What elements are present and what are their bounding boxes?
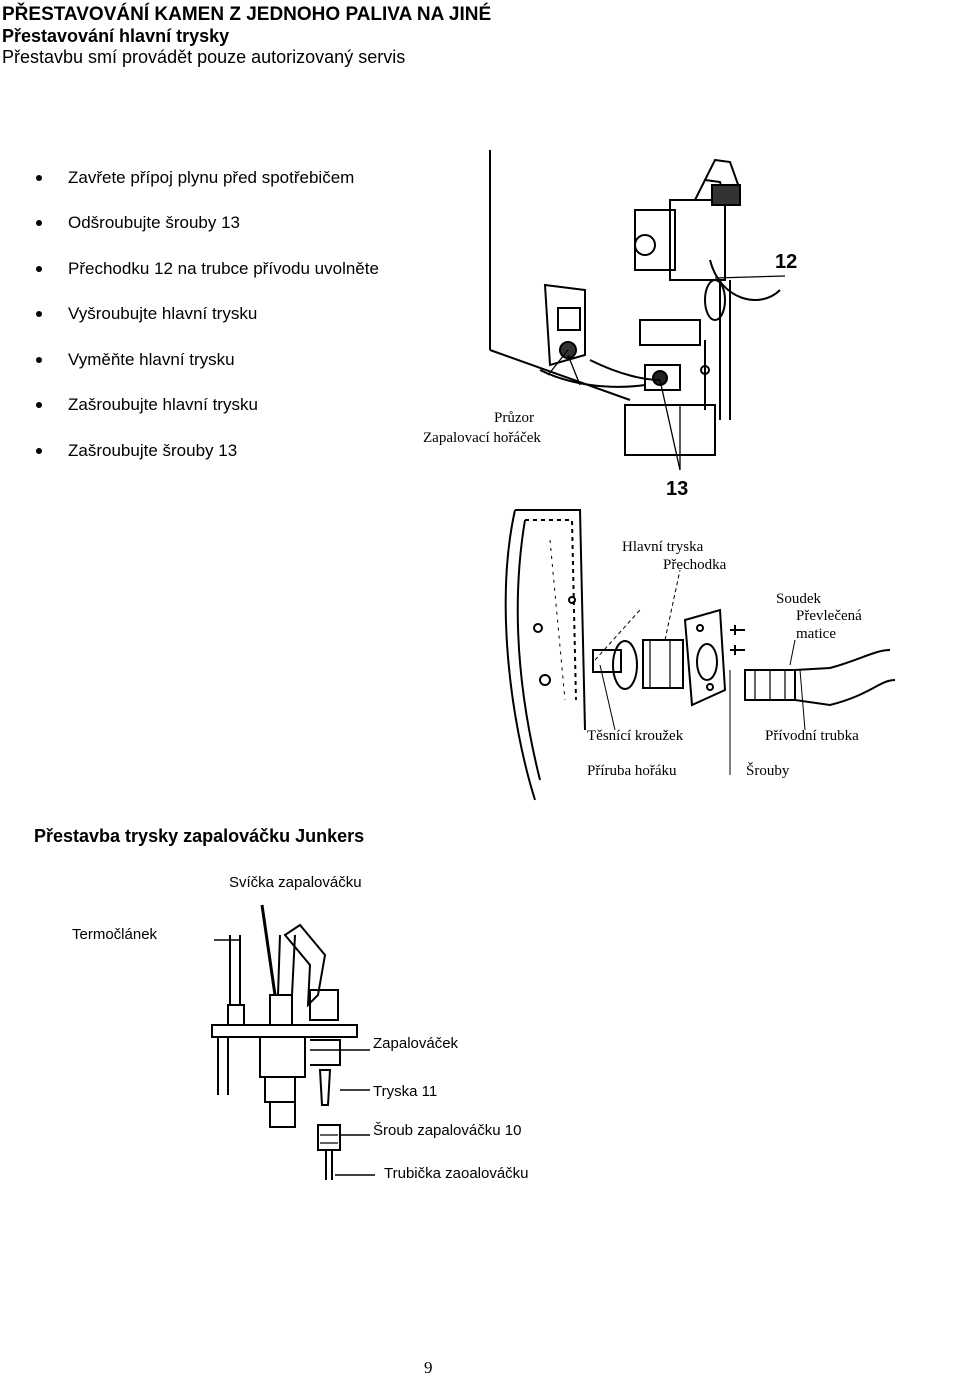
label-trubicka-zapalovacku: Trubička zaoalováčku [384, 1165, 529, 1182]
label-srouby: Šrouby [746, 763, 790, 779]
list-item: Vyměňte hlavní trysku [30, 337, 450, 383]
list-item: Zašroubujte šrouby 13 [30, 428, 450, 474]
page-number: 9 [424, 1358, 433, 1377]
label-priruba-horaku: Příruba hořáku [587, 763, 677, 779]
label-12: 12 [775, 251, 798, 273]
heater-unit-drawing [489, 150, 786, 471]
label-tryska-11: Tryska 11 [373, 1083, 438, 1100]
label-termoclanek: Termočlánek [72, 926, 158, 943]
list-item: Přechodku 12 na trubce přívodu uvolněte [30, 246, 450, 292]
bullet-icon [36, 402, 42, 409]
label-matice: matice [796, 626, 836, 642]
pilot-burner-drawing [211, 904, 375, 1180]
service-note: Přestavbu smí provádět pouze autorizovan… [2, 47, 406, 67]
label-zapalovacek: Zapalováček [373, 1035, 459, 1052]
bullet-icon [36, 265, 42, 272]
page-title: PŘESTAVOVÁNÍ KAMEN Z JEDNOHO PALIVA NA J… [2, 4, 492, 25]
bullet-icon [36, 311, 42, 318]
label-13: 13 [666, 478, 689, 500]
list-item: Odšroubujte šrouby 13 [30, 201, 450, 247]
steps-list: Zavřete přípoj plynu před spotřebičem Od… [30, 155, 450, 474]
bullet-icon [36, 356, 42, 363]
section-subtitle: Přestavování hlavní trysky [2, 26, 230, 46]
main-nozzle-exploded-drawing [504, 509, 896, 801]
label-sroub-zapalovacku-10: Šroub zapalováčku 10 [373, 1122, 522, 1139]
section-title-pilot: Přestavba trysky zapalováčku Junkers [34, 826, 365, 846]
list-item: Vyšroubujte hlavní trysku [30, 292, 450, 338]
label-hlavni-tryska: Hlavní tryska [622, 539, 704, 555]
list-item: Zavřete přípoj plynu před spotřebičem [30, 155, 450, 201]
list-item: Zašroubujte hlavní trysku [30, 383, 450, 429]
bullet-icon [36, 174, 42, 181]
label-svicka-zapalovacku: Svíčka zapalováčku [229, 874, 362, 891]
bullet-icon [36, 447, 42, 454]
label-tesnici-krouzek: Těsnící kroužek [587, 728, 684, 744]
label-pruzor: Průzor [494, 410, 534, 426]
label-soudek: Soudek [776, 591, 821, 607]
label-zapalovaci-horacek: Zapalovací hořáček [423, 430, 541, 446]
label-privodni-trubka: Přívodní trubka [765, 728, 859, 744]
bullet-icon [36, 220, 42, 227]
label-prevlecena: Převlečená [796, 608, 862, 624]
label-prechodka: Přechodka [663, 557, 727, 573]
